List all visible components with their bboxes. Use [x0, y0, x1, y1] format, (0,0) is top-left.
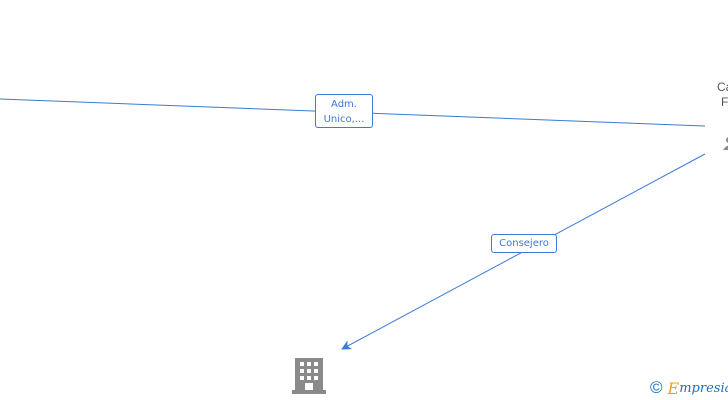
edge-label-consejero-text: Consejero [499, 238, 549, 249]
person-node-label[interactable]: Can Fe [700, 80, 728, 110]
person-icon[interactable] [722, 136, 728, 150]
building-icon[interactable] [292, 356, 326, 394]
edge-label-adm-line2: Unico,... [323, 114, 365, 125]
empresia-watermark: © E mpresia [650, 378, 728, 398]
edge-label-adm-unico[interactable]: Adm. Unico,... [315, 94, 373, 128]
copyright-icon: © [650, 378, 663, 397]
edge-label-adm-line1: Adm. [331, 99, 357, 110]
edge-label-consejero[interactable]: Consejero [491, 234, 557, 253]
person-node-line2: Fe [720, 95, 728, 109]
brand-logo-initial: E [667, 378, 680, 398]
person-node-line1: Can [716, 80, 728, 94]
brand-logo-text: mpresia [679, 380, 728, 396]
